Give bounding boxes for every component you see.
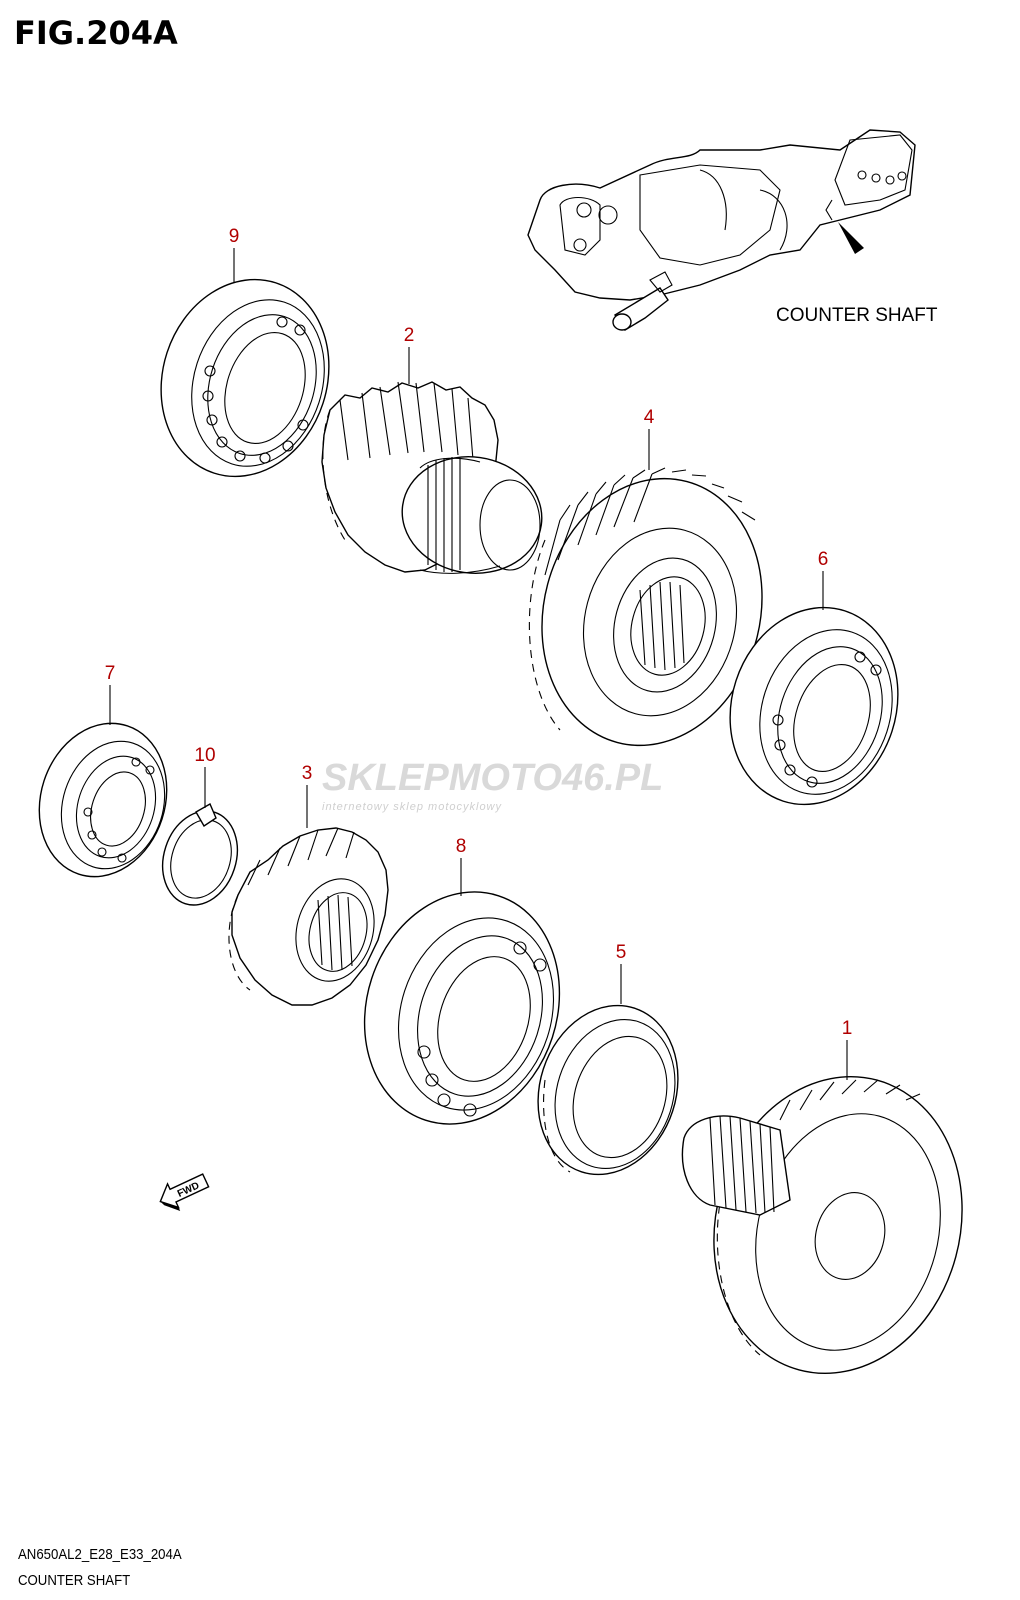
part-4-gear bbox=[528, 467, 763, 747]
fwd-label: FWD bbox=[176, 1180, 201, 1200]
callout-5: 5 bbox=[616, 942, 627, 963]
watermark-text: SKLEPMOTO46.PL bbox=[322, 757, 663, 799]
part-10-circlip bbox=[161, 803, 239, 906]
callouts: 9 2 4 6 7 10 3 8 5 1 bbox=[105, 226, 853, 1080]
engine-reference-sketch bbox=[527, 129, 916, 331]
footer-diagram-code: AN650AL2_E28_E33_204A bbox=[18, 1546, 182, 1563]
part-5-seal bbox=[537, 1004, 679, 1176]
figure-title: FIG.204A bbox=[14, 14, 178, 52]
part-2-gear bbox=[321, 381, 543, 574]
callout-3: 3 bbox=[302, 763, 313, 784]
callout-2: 2 bbox=[404, 325, 415, 346]
fwd-arrow: FWD bbox=[159, 1173, 210, 1212]
part-8-bearing bbox=[363, 891, 561, 1125]
watermark-subtext: internetowy sklep motocyklowy bbox=[322, 801, 503, 813]
callout-8: 8 bbox=[456, 836, 467, 857]
callout-6: 6 bbox=[818, 549, 829, 570]
reference-pointer bbox=[838, 222, 864, 254]
part-1-gear bbox=[681, 1076, 963, 1374]
reference-label: COUNTER SHAFT bbox=[776, 305, 938, 326]
part-3-gear bbox=[228, 827, 389, 1006]
callout-7: 7 bbox=[105, 663, 116, 684]
callout-4: 4 bbox=[644, 407, 655, 428]
part-9-bearing bbox=[160, 278, 330, 478]
footer-diagram-name: COUNTER SHAFT bbox=[18, 1572, 131, 1589]
callout-9: 9 bbox=[229, 226, 240, 247]
watermark: SKLEPMOTO46.PL internetowy sklep motocyk… bbox=[322, 757, 663, 813]
part-6-bearing bbox=[729, 606, 899, 806]
callout-10: 10 bbox=[194, 745, 215, 766]
callout-1: 1 bbox=[842, 1018, 853, 1039]
part-7-bearing bbox=[38, 722, 168, 878]
